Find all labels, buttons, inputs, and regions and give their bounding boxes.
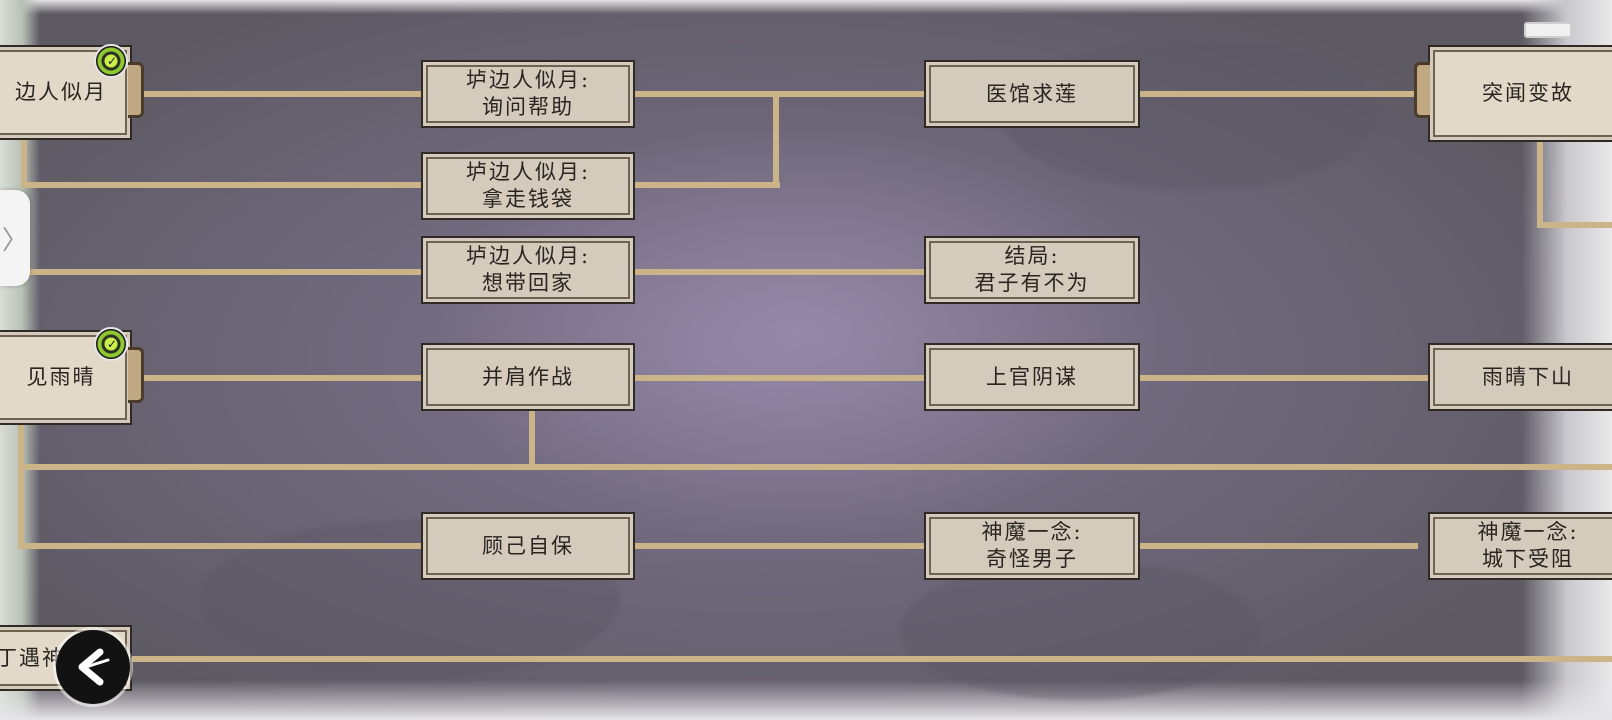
- side-drawer-tab[interactable]: 〉: [0, 190, 30, 286]
- connector-line: [1537, 222, 1612, 228]
- connector-line: [130, 91, 1430, 97]
- connector-line: [18, 464, 1612, 470]
- scroll-clip: [1414, 62, 1430, 118]
- node-label: 边人似月: [15, 80, 107, 104]
- node-label: 医馆求莲: [986, 81, 1078, 106]
- ink-blob: [900, 560, 1260, 700]
- story-node-take-home[interactable]: 垆边人似月: 想带回家: [421, 236, 635, 304]
- node-label: 突闻变故: [1482, 81, 1574, 105]
- story-node-strange-man[interactable]: 神魔一念: 奇怪男子: [924, 512, 1140, 580]
- connector-line: [18, 415, 24, 545]
- node-label: 垆边人似月: 想带回家: [465, 244, 591, 295]
- paper-edge-top: [0, 0, 1612, 14]
- node-label: 丁遇神: [0, 645, 65, 670]
- connector-line: [130, 656, 1612, 662]
- node-label: 见雨晴: [26, 365, 96, 389]
- node-label: 结局: 君子有不为: [974, 244, 1090, 295]
- connector-line: [1537, 140, 1543, 228]
- node-label: 神魔一念: 城下受阻: [1477, 520, 1579, 571]
- connector-line: [21, 135, 27, 188]
- story-node-fight-together[interactable]: 并肩作战: [421, 343, 635, 411]
- story-node-take-purse[interactable]: 垆边人似月: 拿走钱袋: [421, 152, 635, 220]
- connector-line: [634, 182, 780, 188]
- node-label: 垆边人似月: 拿走钱袋: [465, 160, 591, 211]
- story-node-conspiracy[interactable]: 上官阴谋: [924, 343, 1140, 411]
- scroll-rod-decoration: [1524, 22, 1572, 38]
- connector-line: [21, 182, 421, 188]
- story-node-sudden-change[interactable]: 突闻变故: [1428, 45, 1612, 142]
- node-label: 顾己自保: [482, 533, 574, 558]
- connector-line: [529, 405, 535, 465]
- story-node-blocked-at-city[interactable]: 神魔一念: 城下受阻: [1428, 512, 1612, 580]
- chevron-right-icon: 〉: [1, 225, 28, 256]
- story-node-clinic-lotus[interactable]: 医馆求莲: [924, 60, 1140, 128]
- back-arrow-icon: [78, 648, 110, 686]
- story-node-ending[interactable]: 结局: 君子有不为: [924, 236, 1140, 304]
- connector-line: [130, 375, 1430, 381]
- paper-edge-bottom: [0, 680, 1612, 720]
- completed-badge-icon: ✓: [94, 327, 128, 361]
- story-node-ask-help[interactable]: 垆边人似月: 询问帮助: [421, 60, 635, 128]
- node-label: 上官阴谋: [986, 364, 1078, 389]
- story-node-self-preserve[interactable]: 顾己自保: [421, 512, 635, 580]
- scroll-clip: [128, 347, 144, 403]
- node-label: 并肩作战: [482, 364, 574, 389]
- node-label: 垆边人似月: 询问帮助: [465, 68, 591, 119]
- connector-line: [773, 91, 779, 188]
- node-label: 雨晴下山: [1482, 364, 1574, 389]
- connector-line: [18, 543, 1418, 549]
- story-node-leave-mountain[interactable]: 雨晴下山: [1428, 343, 1612, 411]
- completed-badge-icon: ✓: [94, 44, 128, 78]
- scroll-clip: [128, 62, 144, 118]
- back-button[interactable]: [56, 630, 130, 704]
- node-label: 神魔一念: 奇怪男子: [981, 520, 1083, 571]
